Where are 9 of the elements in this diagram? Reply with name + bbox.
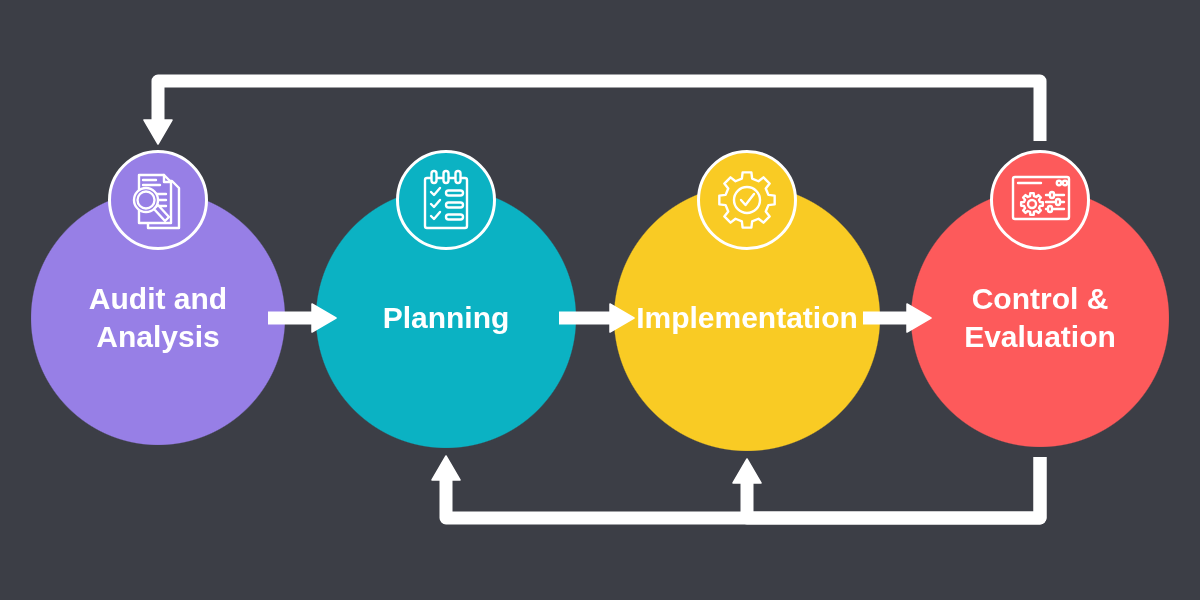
feedback-arrow	[732, 457, 1047, 525]
feedback-arrow	[143, 74, 1047, 145]
step-label: Audit and Analysis	[87, 281, 229, 355]
step-label: Implementation	[636, 300, 858, 336]
step-label: Planning	[382, 300, 510, 336]
arrow	[863, 303, 932, 333]
arrow	[268, 303, 337, 333]
arrow	[559, 303, 635, 333]
step-label: Control & Evaluation	[963, 281, 1117, 355]
